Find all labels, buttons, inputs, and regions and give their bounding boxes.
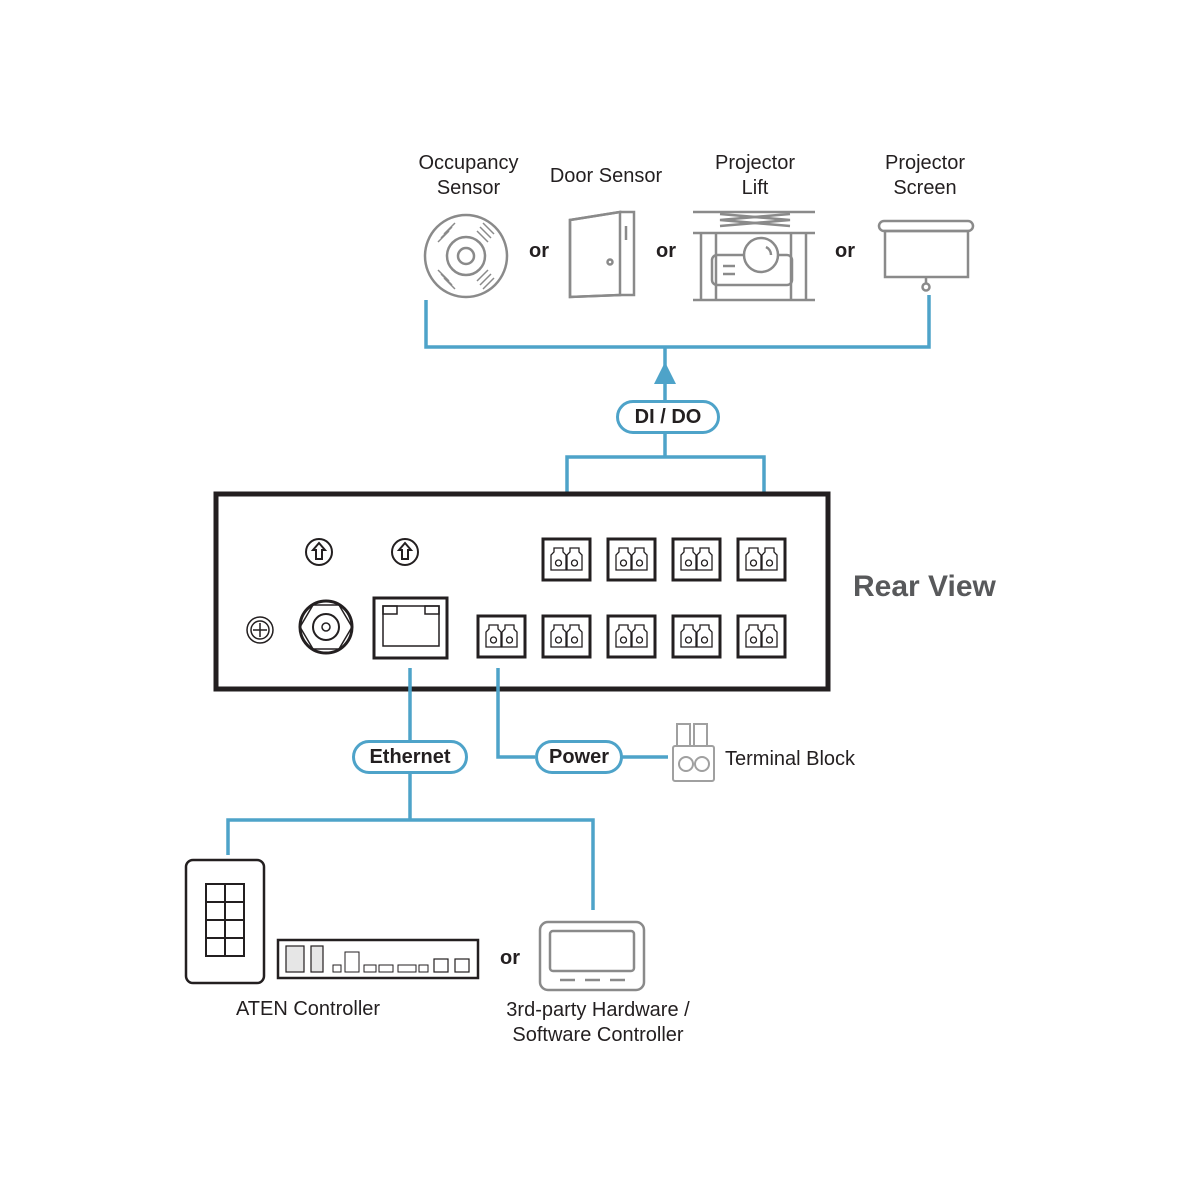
power-connection-label: Power — [535, 740, 623, 774]
terminal-port-icon — [671, 614, 722, 659]
terminal-port-icon — [736, 537, 787, 582]
terminal-block-icon — [672, 723, 715, 782]
occupancy-sensor-icon — [423, 213, 509, 299]
rear-view-label: Rear View — [853, 570, 996, 603]
ground-screw-icon — [246, 616, 274, 644]
occupancy-sensor-label: Occupancy Sensor — [396, 151, 541, 201]
ethernet-port-icon — [372, 596, 449, 660]
or-label: or — [529, 240, 549, 262]
label-line: Screen — [893, 177, 957, 199]
label-line: Software Controller — [512, 1024, 684, 1046]
aten-controller-unit-icon — [276, 938, 480, 980]
label-line: Projector — [884, 152, 966, 174]
dido-connection-label: DI / DO — [616, 400, 720, 434]
label-line: 3rd-party Hardware / — [506, 999, 690, 1021]
door-icon — [568, 210, 636, 299]
terminal-port-icon — [476, 614, 527, 659]
terminal-block-label: Terminal Block — [725, 748, 856, 770]
third-party-controller-icon — [538, 920, 646, 992]
or-label: or — [500, 947, 520, 969]
or-label: or — [656, 240, 676, 262]
terminal-port-icon — [671, 537, 722, 582]
arrow-up-icon — [654, 362, 676, 384]
projector-screen-label: Projector Screen — [860, 151, 990, 201]
terminal-port-icon — [606, 614, 657, 659]
door-sensor-label: Door Sensor — [549, 165, 663, 187]
label-line: Lift — [741, 177, 769, 199]
aten-controller-label: ATEN Controller — [235, 998, 381, 1020]
terminal-port-icon — [541, 537, 592, 582]
keypad-controller-icon — [184, 858, 266, 985]
label-line: Occupancy — [418, 152, 519, 174]
ethernet-connection-label: Ethernet — [352, 740, 468, 774]
projector-lift-label: Projector Lift — [690, 151, 820, 201]
label-line: Sensor — [436, 177, 501, 199]
terminal-port-icon — [606, 537, 657, 582]
terminal-port-icon — [736, 614, 787, 659]
or-label: or — [835, 240, 855, 262]
dc-jack-icon — [298, 599, 354, 655]
rear-panel — [213, 491, 831, 692]
label-line: Projector — [714, 152, 796, 174]
third-party-controller-label: 3rd-party Hardware / Software Controller — [488, 998, 708, 1048]
terminal-port-icon — [541, 614, 592, 659]
lower-connection-lines — [226, 668, 668, 910]
usb-up-icon — [305, 538, 333, 566]
projector-screen-icon — [877, 219, 975, 292]
usb-up-icon — [391, 538, 419, 566]
terminal-ports — [476, 537, 787, 659]
projector-lift-icon — [693, 210, 815, 302]
